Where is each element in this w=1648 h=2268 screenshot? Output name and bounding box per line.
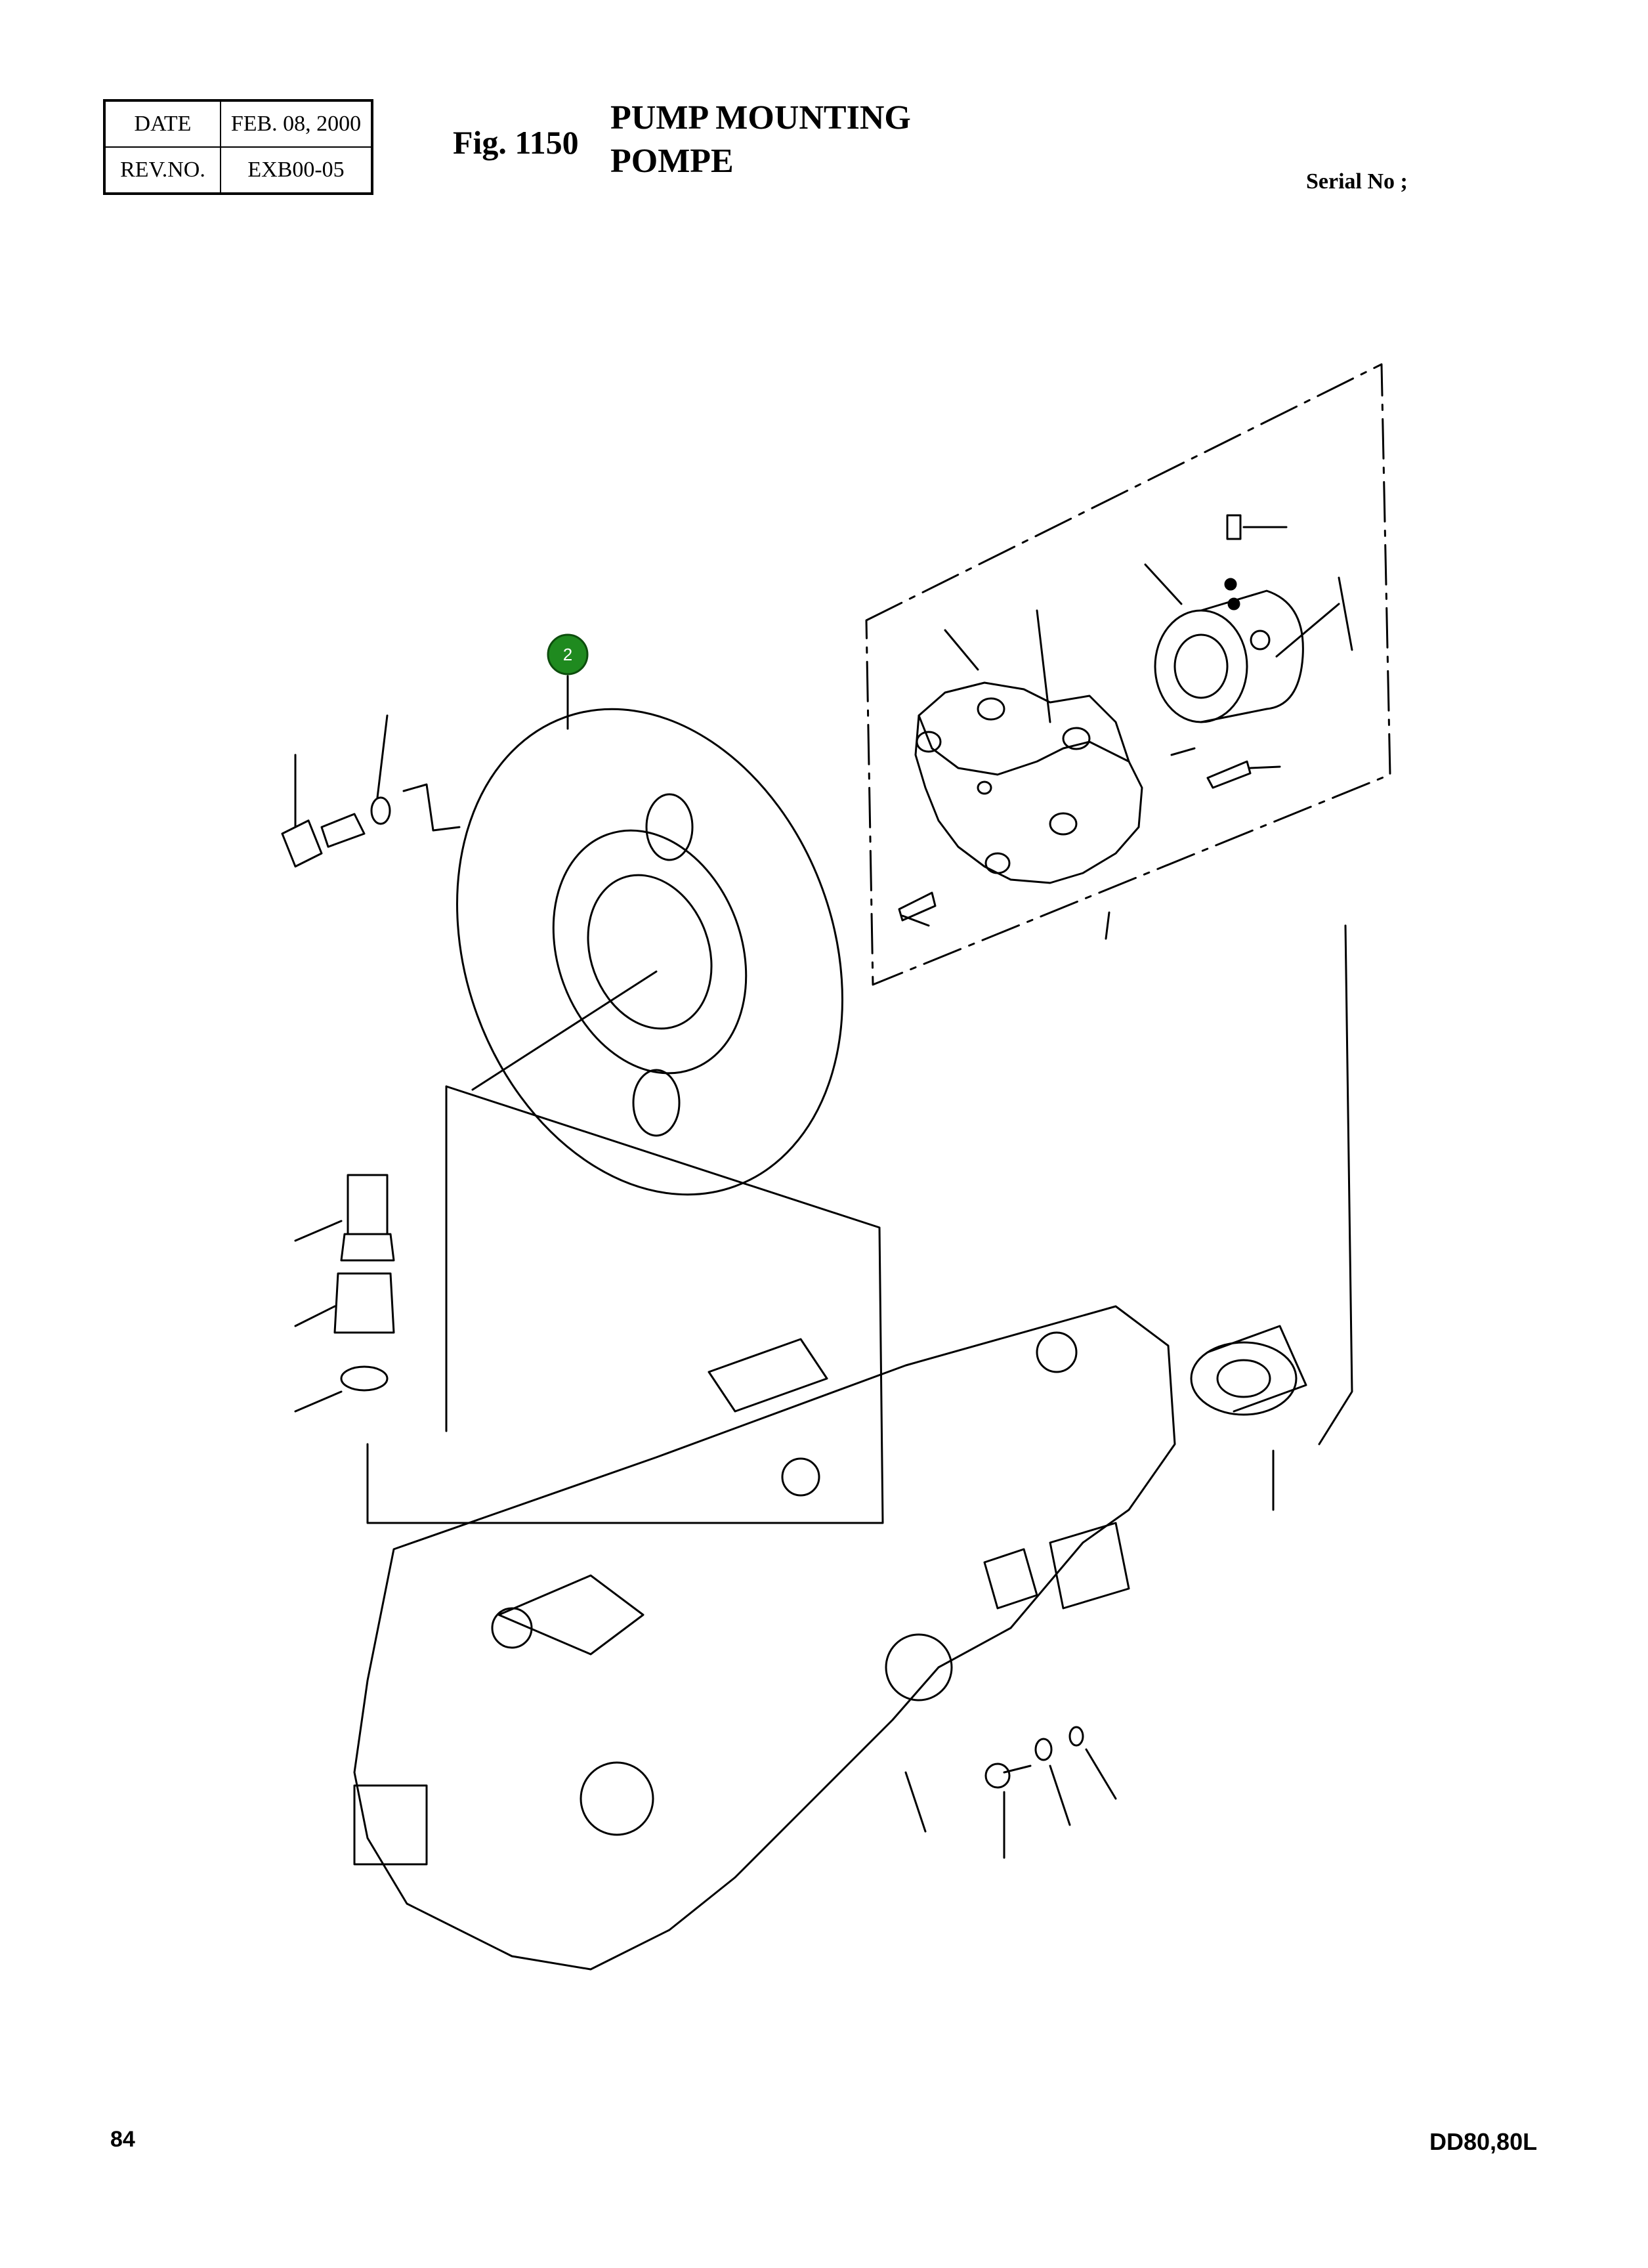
figure-title-fr: POMPE [610,142,734,180]
rev-value: EXB00-05 [220,146,373,194]
lower-fasteners [904,1726,1117,1859]
pump-frame [366,924,1353,1524]
callout-2-label: 2 [563,645,572,664]
coupling-fasteners [898,514,1353,927]
callout-2[interactable]: 2 [547,633,589,730]
mounting-bolt [281,714,461,868]
figure-title-en: PUMP MOUNTING [610,99,911,137]
hydraulic-pump [353,1305,1176,1971]
coupling-frame [865,363,1391,986]
revision-table: DATE FEB. 08, 2000 REV.NO. EXB00-05 [103,99,373,195]
pipe-fittings [294,1174,395,1413]
coupling-element [914,609,1143,884]
model-label: DD80,80L [1429,2128,1538,2155]
serial-label: Serial No ; [1306,169,1408,194]
date-value: FEB. 08, 2000 [220,100,373,148]
adapter-plate [456,698,843,1196]
rev-label: REV.NO. [104,146,221,194]
seal-ring [1190,1325,1307,1511]
figure-number: Fig. 1150 [453,124,579,161]
coupling-hub [1144,563,1304,723]
date-label: DATE [104,100,221,148]
page-number: 84 [110,2127,135,2152]
